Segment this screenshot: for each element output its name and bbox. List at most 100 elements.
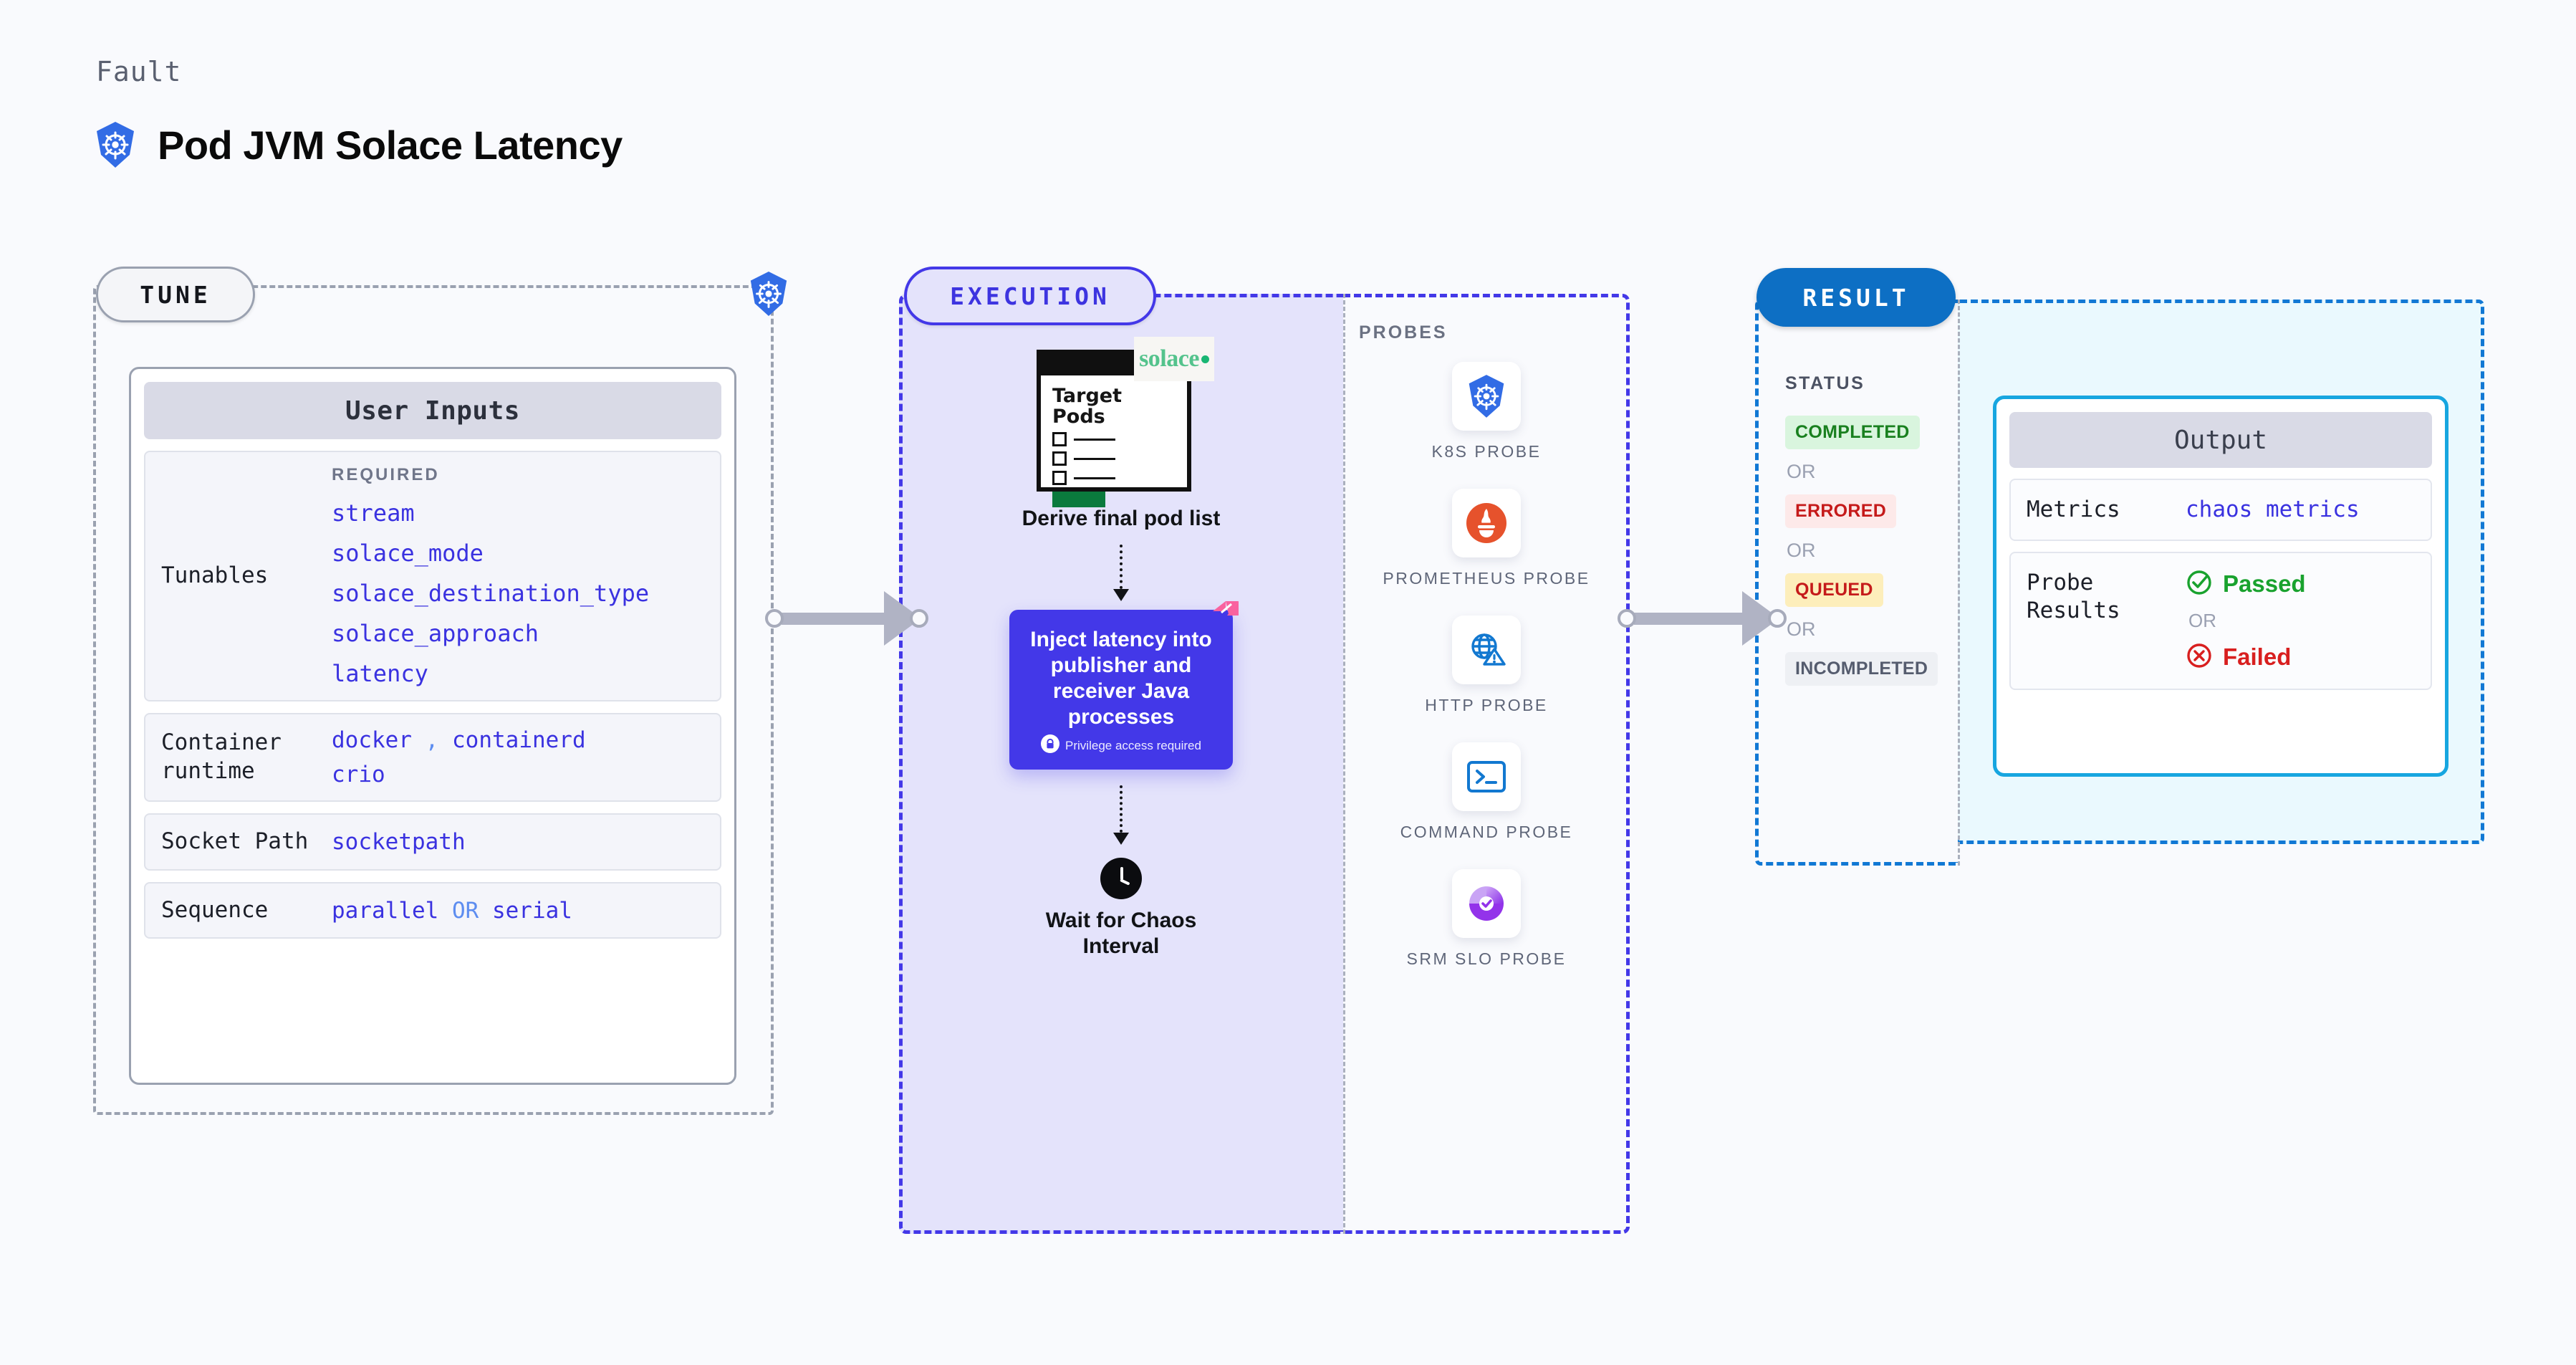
- stage-pill-tune[interactable]: TUNE: [96, 267, 255, 322]
- srm-slo-icon: [1452, 869, 1521, 939]
- socket-path-value[interactable]: socketpath: [332, 828, 466, 855]
- step-wait-chaos-caption: Wait for Chaos Interval: [1046, 908, 1197, 959]
- lock-icon: [1041, 734, 1060, 757]
- socket-path-row: Socket Path socketpath: [144, 813, 721, 871]
- arrow-line: [1120, 545, 1123, 589]
- inject-latency-card[interactable]: Inject latency into publisher and receiv…: [1009, 610, 1233, 770]
- status-badge: INCOMPLETED: [1785, 652, 1938, 686]
- chaos-ribbon-icon: [1207, 598, 1244, 639]
- sequence-value-serial[interactable]: serial: [491, 897, 572, 924]
- status-title: STATUS: [1785, 373, 1865, 393]
- socket-path-label: Socket Path: [161, 828, 309, 854]
- status-list: COMPLETED OR ERRORED OR QUEUED OR INCOMP…: [1785, 416, 1950, 686]
- checkbox-icon: [1052, 432, 1067, 447]
- probe-label: COMMAND PROBE: [1400, 823, 1573, 842]
- passed-label: Passed: [2223, 570, 2306, 598]
- status-badge: QUEUED: [1785, 573, 1883, 607]
- metrics-value[interactable]: chaos metrics: [2186, 497, 2360, 523]
- target-pods-card: Target Pods: [1037, 337, 1214, 508]
- sequence-label: Sequence: [161, 896, 269, 923]
- runtime-value[interactable]: docker: [332, 727, 412, 753]
- flow-arrow-2: [1113, 785, 1129, 845]
- status-or-label: OR: [1787, 540, 1816, 561]
- connector-execution-to-result: [1618, 591, 1787, 646]
- execution-flow: Target Pods: [899, 337, 1343, 959]
- kubernetes-badge-icon: [747, 270, 790, 321]
- page-title-row: Pod JVM Solace Latency: [93, 120, 623, 169]
- failed-label: Failed: [2223, 643, 2292, 671]
- wait-caption-line2: Interval: [1082, 934, 1160, 958]
- pod-checkbox-row: [1052, 432, 1176, 447]
- tunable-item[interactable]: solace_approach: [332, 620, 539, 647]
- connector-tune-to-execution: [765, 591, 928, 646]
- container-runtime-row: Container runtime docker , containerd cr…: [144, 713, 721, 802]
- tunable-item[interactable]: stream: [332, 499, 415, 527]
- target-pods-title-line1: Target: [1052, 385, 1123, 407]
- probe-label: HTTP PROBE: [1425, 696, 1548, 715]
- probe-item-command[interactable]: COMMAND PROBE: [1400, 742, 1573, 843]
- metrics-label: Metrics: [2027, 497, 2120, 522]
- probes-divider: [1343, 294, 1345, 1234]
- target-pods-title-line2: Pods: [1052, 406, 1105, 428]
- tunable-item[interactable]: solace_destination_type: [332, 580, 650, 607]
- probe-result-passed: Passed: [2186, 569, 2306, 600]
- page-title: Pod JVM Solace Latency: [158, 122, 623, 168]
- pod-checkbox-row: [1052, 471, 1176, 486]
- tunables-values: REQUIRED stream solace_mode solace_desti…: [332, 465, 649, 687]
- sequence-value-parallel[interactable]: parallel: [332, 897, 439, 924]
- arrow-tip: [1113, 833, 1129, 845]
- globe-warning-icon: [1451, 616, 1521, 685]
- probes-list: K8S PROBE PROMETHEUS PROBE: [1343, 362, 1630, 970]
- inject-latency-text: Inject latency into publisher and receiv…: [1030, 628, 1212, 729]
- connector-shaft: [1634, 612, 1747, 625]
- solace-dot-icon: [1201, 355, 1209, 363]
- probes-title: PROBES: [1359, 322, 1448, 343]
- probe-item-prometheus[interactable]: PROMETHEUS PROBE: [1383, 489, 1590, 590]
- check-circle-icon: [2186, 569, 2213, 600]
- user-inputs-title: User Inputs: [144, 382, 721, 439]
- tunable-item[interactable]: latency: [332, 660, 428, 687]
- checkbox-icon: [1052, 471, 1067, 486]
- terminal-icon: [1451, 742, 1521, 812]
- required-label: REQUIRED: [332, 465, 440, 484]
- runtime-value[interactable]: containerd: [452, 727, 586, 753]
- stage-pill-execution[interactable]: EXECUTION: [904, 267, 1156, 325]
- prometheus-icon: [1452, 489, 1521, 558]
- probe-result-or: OR: [2188, 609, 2216, 631]
- fault-kicker: Fault: [96, 56, 182, 87]
- status-or-label: OR: [1787, 618, 1816, 640]
- connector-end-dot: [1768, 609, 1787, 628]
- tunables-label: Tunables: [161, 562, 269, 589]
- checkbox-icon: [1052, 451, 1067, 466]
- probe-item-srm-slo[interactable]: SRM SLO PROBE: [1407, 869, 1567, 970]
- status-badge: COMPLETED: [1785, 416, 1920, 449]
- stage-pill-result[interactable]: RESULT: [1756, 268, 1956, 327]
- connector-start-dot: [1618, 609, 1636, 628]
- value-separator: ,: [425, 727, 439, 753]
- privilege-note: Privilege access required: [1024, 734, 1219, 757]
- kubernetes-icon: [1451, 362, 1521, 431]
- result-status-divider: [1958, 300, 1960, 866]
- step-derive-pod-list-caption: Derive final pod list: [1022, 507, 1221, 530]
- kubernetes-icon: [93, 120, 138, 169]
- solace-logo: solace: [1134, 337, 1214, 381]
- probe-item-http[interactable]: HTTP PROBE: [1425, 616, 1548, 717]
- connector-end-dot: [910, 609, 928, 628]
- status-badge: ERRORED: [1785, 494, 1897, 528]
- user-inputs-card: User Inputs Tunables REQUIRED stream sol…: [129, 367, 736, 1085]
- output-title: Output: [2009, 412, 2432, 468]
- container-runtime-values: docker , containerd crio: [332, 727, 586, 787]
- tunable-item[interactable]: solace_mode: [332, 540, 484, 567]
- sequence-values: parallel OR serial: [332, 898, 572, 924]
- arrow-line: [1120, 785, 1123, 833]
- tunables-row: Tunables REQUIRED stream solace_mode sol…: [144, 451, 721, 701]
- x-circle-icon: [2186, 642, 2213, 673]
- placeholder-line: [1074, 476, 1115, 479]
- container-runtime-label: Container runtime: [161, 729, 282, 784]
- metrics-row: Metrics chaos metrics: [2009, 479, 2432, 541]
- runtime-value[interactable]: crio: [332, 762, 385, 787]
- value-separator: OR: [451, 897, 479, 924]
- probe-item-k8s[interactable]: K8S PROBE: [1432, 362, 1542, 463]
